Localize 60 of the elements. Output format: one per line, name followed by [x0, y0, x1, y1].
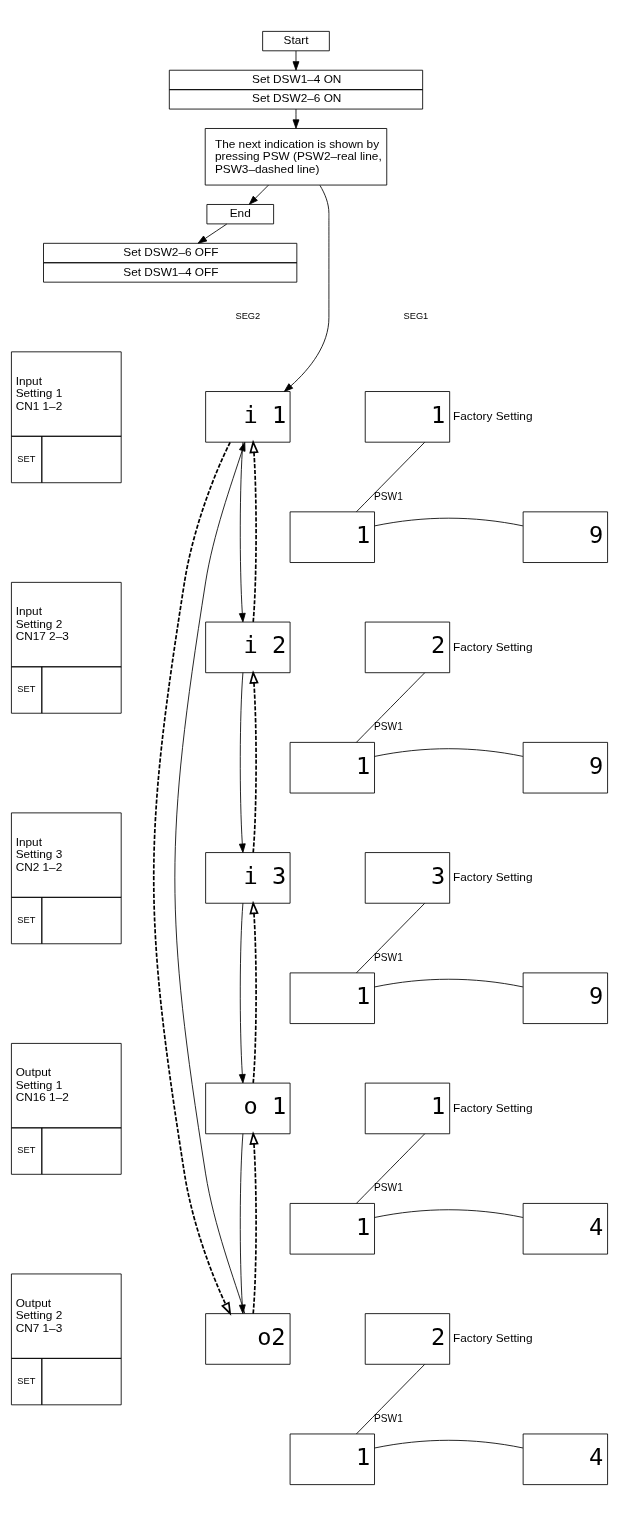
connector — [374, 517, 524, 527]
connector — [356, 1363, 426, 1435]
node-label: Factory Setting — [453, 1331, 533, 1346]
node-label: Factory Setting — [453, 1100, 533, 1115]
node-box: 1 — [289, 741, 375, 794]
node-box: i 3 — [205, 852, 291, 904]
connector — [356, 441, 426, 513]
node-box: 1 — [364, 391, 451, 443]
edge-label: PSW1 — [374, 490, 403, 502]
node-label: Factory Setting — [453, 408, 533, 423]
arrow — [238, 441, 246, 623]
arrow — [238, 672, 246, 853]
connector — [356, 672, 426, 743]
node-box: 4 — [522, 1433, 608, 1486]
node-box: 1 — [364, 1082, 451, 1135]
node-label: Factory Setting — [453, 870, 533, 885]
node-box: End — [206, 204, 275, 225]
arrow — [248, 184, 269, 205]
node-box: Start — [262, 30, 330, 52]
node-box: o 1 — [205, 1082, 291, 1135]
arrow — [152, 441, 232, 1316]
label: SEG1 — [403, 311, 429, 322]
arrow — [174, 442, 246, 1314]
connector — [356, 902, 426, 974]
arrow — [238, 902, 246, 1084]
connector — [374, 978, 524, 988]
arrow — [249, 900, 259, 1084]
node-box: 9 — [522, 511, 608, 563]
arrow — [238, 1133, 246, 1314]
node-label: Factory Setting — [453, 639, 533, 654]
arrow — [292, 50, 300, 71]
arrow — [249, 1131, 259, 1315]
edge-label: PSW1 — [374, 1182, 403, 1194]
node-box: 2 — [364, 1313, 451, 1365]
node-box: i 2 — [205, 621, 291, 674]
arrow — [292, 108, 300, 129]
node-box: 9 — [522, 741, 608, 794]
connector — [374, 1209, 524, 1218]
edge-label: PSW1 — [374, 721, 403, 733]
node-box: The next indication is shown by pressing PSW (PSW2–real line, PSW3–dashed line) — [204, 128, 388, 186]
node-box: 9 — [522, 972, 608, 1024]
edge-label: PSW1 — [374, 951, 403, 963]
node-box: 1 — [289, 1433, 375, 1486]
arrow — [283, 184, 330, 392]
node-box: 4 — [522, 1203, 608, 1255]
label: SEG2 — [235, 311, 261, 322]
node-box: 1 — [289, 511, 375, 563]
arrow — [197, 223, 228, 244]
arrow — [249, 439, 259, 623]
edge-label: PSW1 — [374, 1412, 403, 1424]
connector — [374, 748, 524, 757]
node-box: 1 — [289, 1203, 375, 1255]
arrow — [249, 670, 259, 854]
node-box: 3 — [364, 852, 451, 904]
connector — [356, 1133, 426, 1204]
connector — [374, 1439, 524, 1449]
node-box: 1 — [289, 972, 375, 1024]
node-box: i 1 — [205, 391, 291, 443]
node-box: 2 — [364, 621, 451, 674]
node-box: o2 — [205, 1313, 291, 1365]
